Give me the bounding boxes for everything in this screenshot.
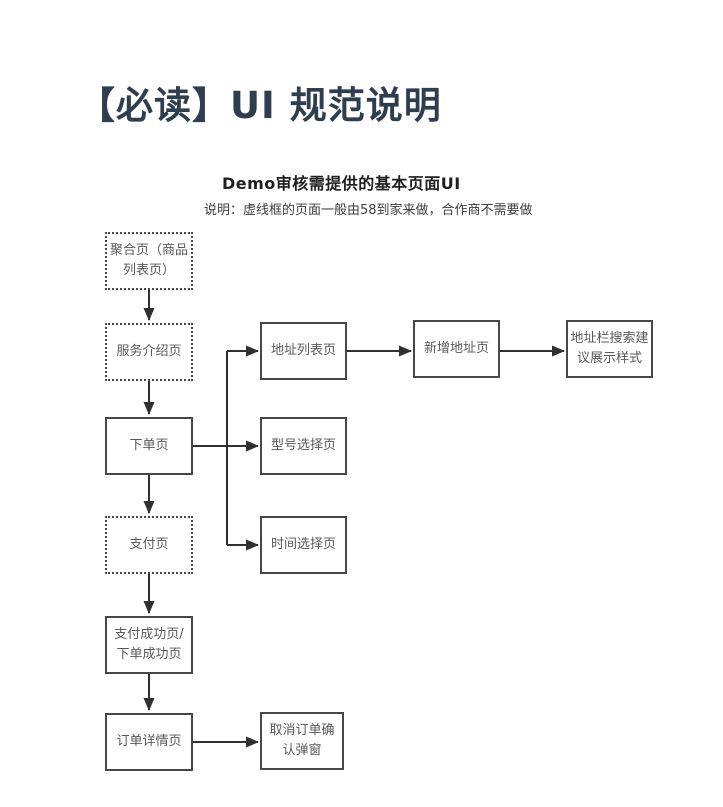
node-payment-page: 支付页: [105, 516, 193, 574]
node-add-address-page: 新增地址页: [413, 320, 500, 378]
node-aggregation-page: 聚合页（商品列表页）: [105, 232, 193, 290]
diagram-subtitle: Demo审核需提供的基本页面UI: [222, 174, 461, 193]
node-model-select-page: 型号选择页: [260, 417, 347, 475]
node-cancel-order-confirm: 取消订单确认弹窗: [260, 712, 344, 770]
node-order-detail-page: 订单详情页: [105, 713, 193, 771]
diagram-note: 说明：虚线框的页面一般由58到家来做，合作商不需要做: [204, 203, 533, 218]
node-pay-success-page: 支付成功页/下单成功页: [105, 616, 193, 674]
edge-order-branch: [193, 351, 228, 545]
node-address-search-suggest: 地址栏搜索建议展示样式: [566, 320, 653, 378]
node-order-page: 下单页: [105, 417, 193, 475]
page-title: 【必读】UI 规范说明: [78, 83, 442, 127]
node-time-select-page: 时间选择页: [260, 516, 347, 574]
node-service-intro-page: 服务介绍页: [105, 323, 193, 381]
node-address-list-page: 地址列表页: [260, 322, 347, 380]
